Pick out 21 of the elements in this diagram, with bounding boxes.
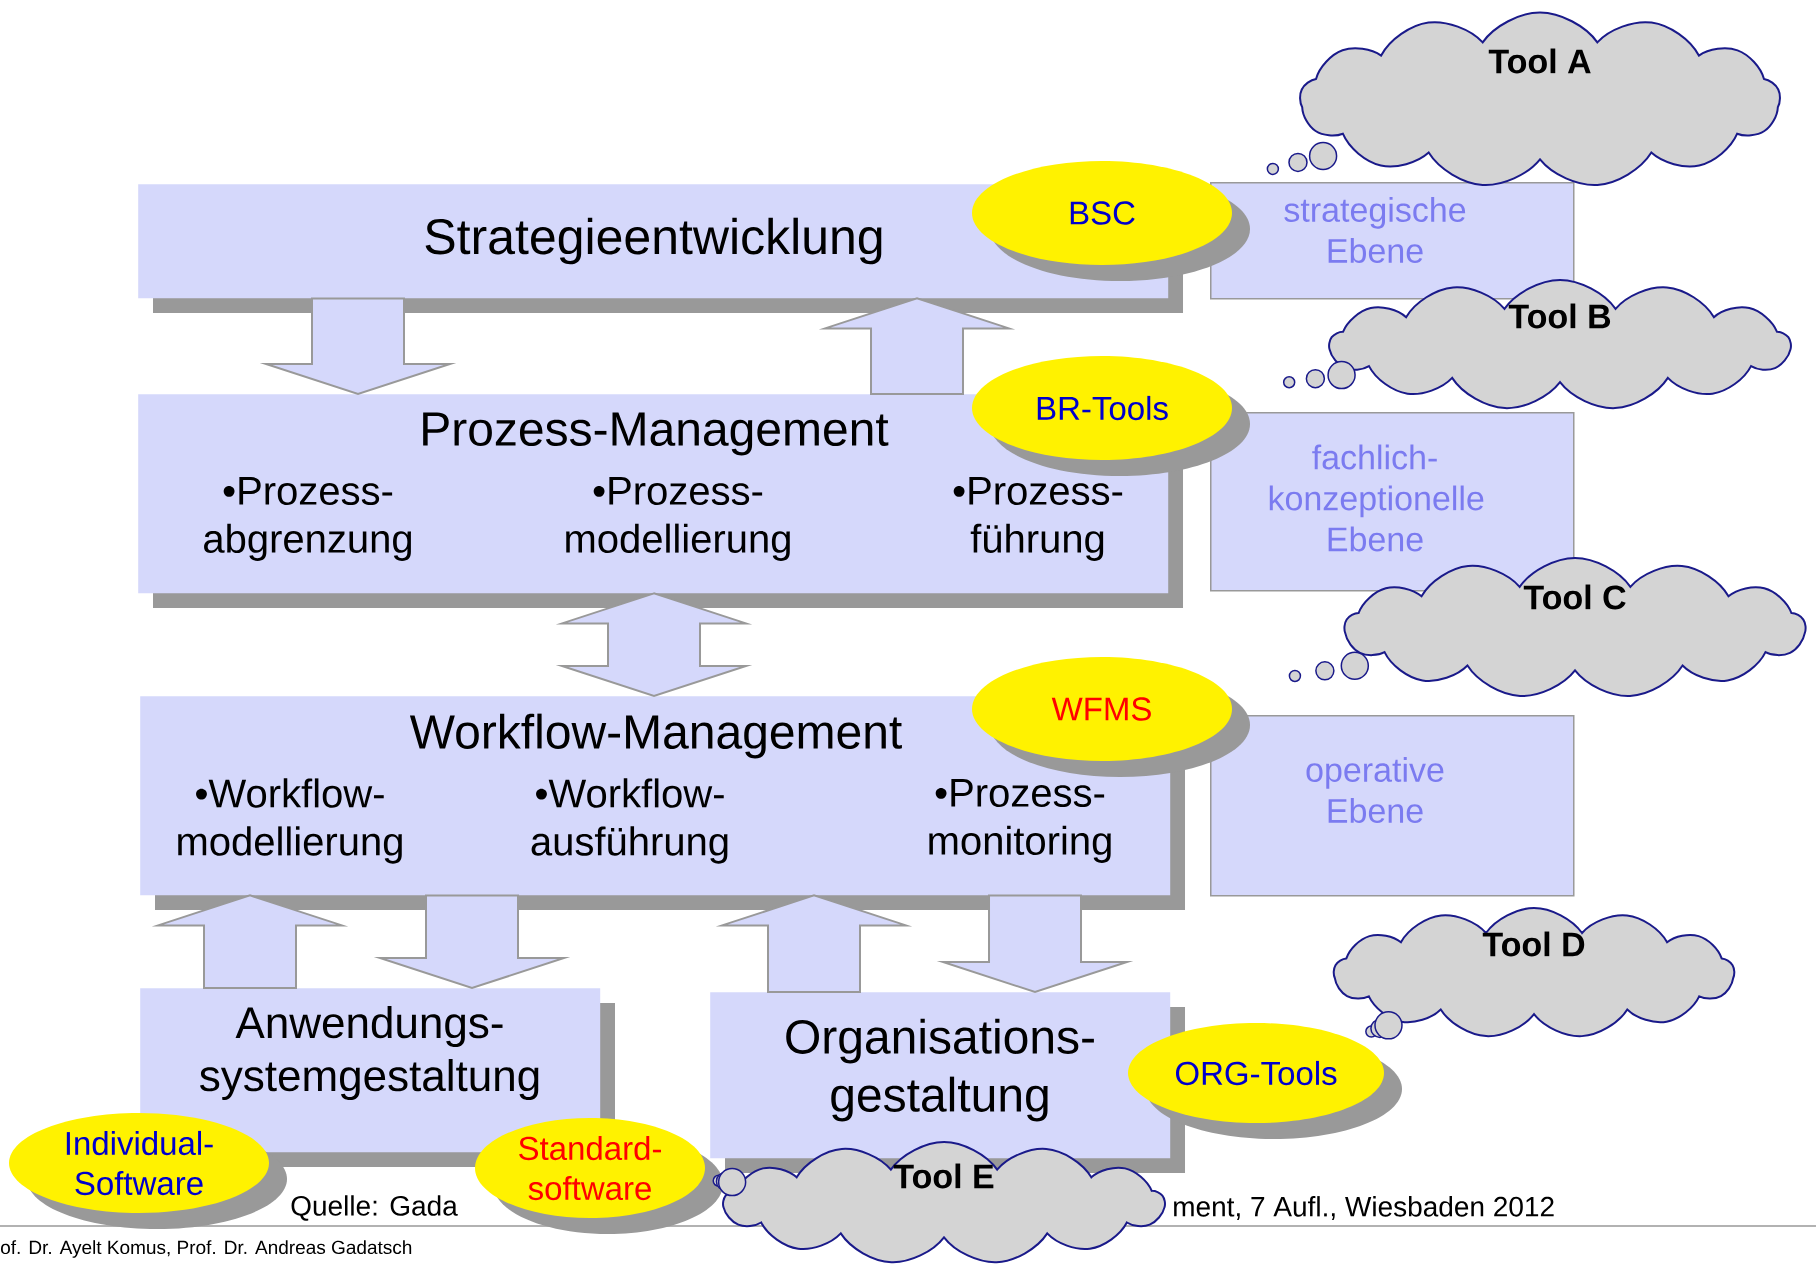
thought-cloud: Tool A xyxy=(1299,11,1781,186)
author-footer: of. Dr. Ayelt Komus, Prof. Dr. Andreas Gadatsch xyxy=(1,1240,412,1258)
block-arrow xyxy=(936,894,1134,994)
source-note: ment, 7 Aufl., Wiesbaden 2012 xyxy=(1174,1196,1554,1220)
block-arrow xyxy=(555,592,753,698)
block-arrow xyxy=(818,297,1016,395)
thought-bubbles xyxy=(1288,651,1370,683)
thought-cloud: Tool E xyxy=(722,1141,1166,1264)
thought-cloud: Tool C xyxy=(1343,557,1807,697)
thought-bubbles xyxy=(1266,141,1338,176)
source-note: Quelle: Gada xyxy=(291,1195,458,1221)
block-arrow xyxy=(715,894,913,993)
thought-cloud: Tool B xyxy=(1328,279,1792,410)
thought-bubbles xyxy=(1282,360,1356,390)
block-arrow xyxy=(259,297,457,396)
block-arrow xyxy=(373,894,571,990)
thought-bubbles xyxy=(1365,1011,1403,1040)
level-box: strategische Ebene xyxy=(1210,182,1575,300)
level-box: operative Ebene xyxy=(1210,715,1575,897)
thought-bubbles xyxy=(712,1167,747,1197)
thought-cloud: Tool D xyxy=(1332,907,1736,1038)
